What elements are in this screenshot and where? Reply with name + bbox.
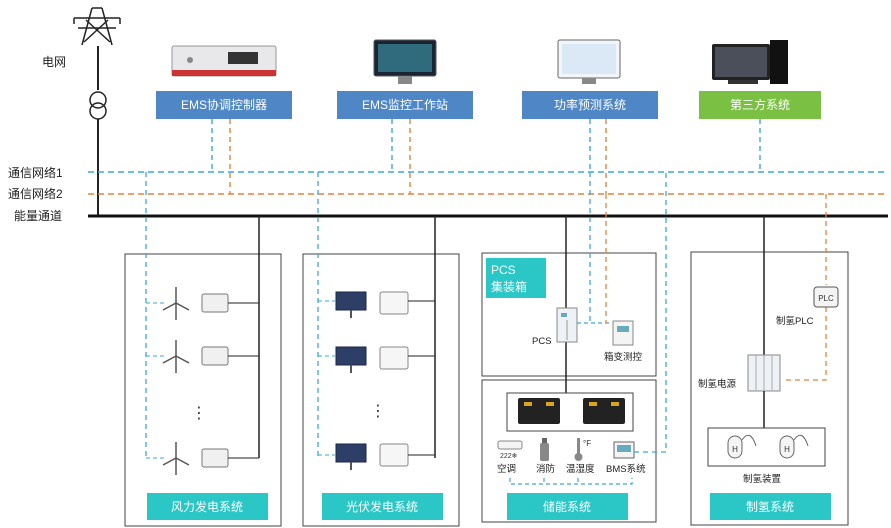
power-forecast-icon xyxy=(557,39,621,84)
converter-icon xyxy=(201,293,229,313)
plc-to-power-line xyxy=(782,307,827,381)
hydrogen-system-frame xyxy=(690,251,849,526)
transformer-icon xyxy=(89,91,107,120)
storage-system-label: 储能系统 xyxy=(543,499,591,514)
bms-comm-line xyxy=(634,172,667,453)
h-text-2: H xyxy=(784,445,790,454)
ems-workstation-label: EMS监控工作站 xyxy=(362,98,448,112)
grid-tower-icon xyxy=(73,7,121,46)
hydrogen-power-label: 制氢电源 xyxy=(698,378,737,390)
pcs-container-frame xyxy=(481,252,657,377)
pcs-container-title-2: 集装箱 xyxy=(491,279,527,294)
third-party-workstation-icon xyxy=(712,40,788,84)
electrolyzer-icon xyxy=(727,434,809,459)
comm-network-1-label: 通信网络1 xyxy=(8,165,63,180)
energy-channel-label: 能量通道 xyxy=(14,209,62,223)
ems-workstation-box[interactable]: EMS监控工作站 xyxy=(337,91,473,119)
pv-system-frame xyxy=(302,253,460,527)
hydrogen-plc-label: 制氢PLC xyxy=(776,315,814,327)
solar-panel-icon xyxy=(335,346,367,373)
hydrogen-system-label: 制氢系统 xyxy=(746,499,794,514)
plc-icon: PLC xyxy=(813,286,839,308)
wind-turbine-row xyxy=(146,287,259,475)
power-forecast-box[interactable]: 功率预测系统 xyxy=(522,91,658,119)
transformer-monitor-label: 箱变测控 xyxy=(604,351,643,363)
third-party-label: 第三方系统 xyxy=(730,97,790,112)
air-conditioner-icon: 222❄ xyxy=(497,440,523,460)
storage-system-label-box[interactable]: 储能系统 xyxy=(507,493,628,520)
thermometer-icon: °F xyxy=(574,438,591,461)
wind-turbine-icon xyxy=(162,340,190,373)
storage-aux-comm xyxy=(509,478,633,485)
pv-system-label: 光伏发电系统 xyxy=(346,499,418,514)
power-forecast-label: 功率预测系统 xyxy=(554,97,626,112)
solar-panel-icon xyxy=(335,443,367,470)
bms-icon xyxy=(613,441,635,459)
third-party-box[interactable]: 第三方系统 xyxy=(699,91,821,119)
plc-icon-text: PLC xyxy=(818,294,834,303)
inverter-icon xyxy=(379,443,409,467)
ems-controller-label: EMS协调控制器 xyxy=(181,97,267,112)
pcs-container-title-box: PCS 集装箱 xyxy=(486,258,546,298)
pcs-container-title-1: PCS xyxy=(491,263,516,277)
bms-label: BMS系统 xyxy=(606,463,646,475)
ems-controller-box[interactable]: EMS协调控制器 xyxy=(156,91,292,119)
wind-ellipsis: ⋮ xyxy=(191,405,207,422)
pv-system-label-box[interactable]: 光伏发电系统 xyxy=(322,493,443,520)
ac-display-text: 222❄ xyxy=(500,452,518,460)
converter-icon xyxy=(201,448,229,468)
ac-label: 空调 xyxy=(497,463,516,475)
battery-icon xyxy=(583,398,625,424)
box-comm-links xyxy=(211,119,761,194)
pv-ellipsis: ⋮ xyxy=(370,403,386,420)
storage-frame xyxy=(481,379,657,523)
pcs-cabinet-icon xyxy=(556,307,578,343)
wind-system-label: 风力发电系统 xyxy=(171,499,243,514)
temp-unit-text: °F xyxy=(583,439,591,448)
comm-network-2-label: 通信网络2 xyxy=(8,186,63,201)
inverter-icon xyxy=(379,346,409,370)
wind-turbine-icon xyxy=(162,287,190,320)
pv-panel-row xyxy=(318,291,435,470)
ems-controller-icon xyxy=(171,45,277,77)
fire-extinguisher-icon xyxy=(540,438,549,461)
hydrogen-system-label-box[interactable]: 制氢系统 xyxy=(710,493,831,520)
h-text-1: H xyxy=(732,445,738,454)
inverter-icon xyxy=(379,291,409,315)
wind-system-label-box[interactable]: 风力发电系统 xyxy=(147,493,268,520)
pcs-label: PCS xyxy=(532,336,552,347)
hydrogen-device-frame xyxy=(707,427,826,467)
wind-system-frame xyxy=(124,253,282,527)
converter-icon xyxy=(201,346,229,366)
ems-workstation-icon xyxy=(373,39,437,84)
wind-turbine-icon xyxy=(162,442,190,475)
fire-label: 消防 xyxy=(536,463,556,475)
hydrogen-power-cabinet-icon xyxy=(747,354,781,392)
grid-label: 电网 xyxy=(42,55,66,69)
hydrogen-device-label: 制氢装置 xyxy=(743,473,781,485)
battery-icon xyxy=(518,398,560,424)
transformer-monitor-icon xyxy=(612,320,634,346)
solar-panel-icon xyxy=(335,291,367,318)
temp-humidity-label: 温湿度 xyxy=(566,463,595,475)
battery-group-frame xyxy=(506,392,634,432)
